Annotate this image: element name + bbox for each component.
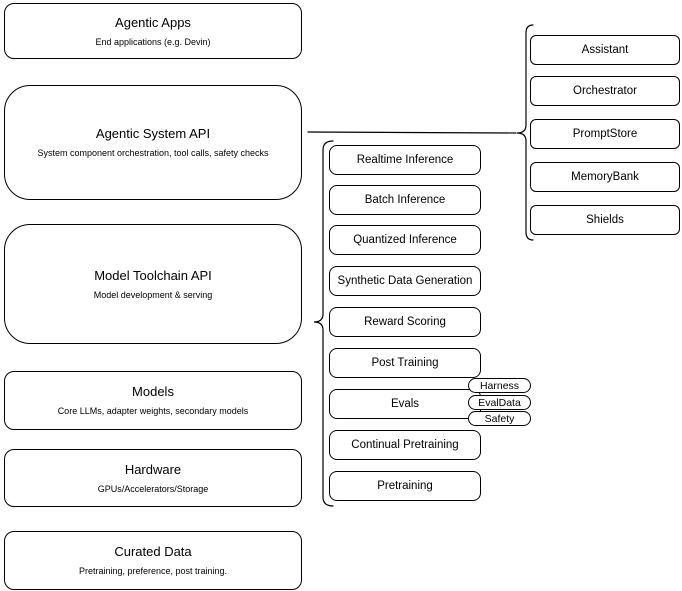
node-batch-inference: Batch Inference <box>329 185 481 215</box>
eval-pill-safety: Safety <box>468 411 531 426</box>
node-shields: Shields <box>530 205 680 235</box>
node-pretraining: Pretraining <box>329 471 481 501</box>
node-title: Agentic Apps <box>115 14 191 30</box>
node-orchestrator: Orchestrator <box>530 76 680 106</box>
node-memorybank: MemoryBank <box>530 162 680 192</box>
node-quantized-inference: Quantized Inference <box>329 225 481 255</box>
node-subtitle: GPUs/Accelerators/Storage <box>97 483 209 494</box>
node-synthetic-data-generation: Synthetic Data Generation <box>329 266 481 296</box>
node-title: Hardware <box>124 461 182 477</box>
node-agentic-apps: Agentic Apps End applications (e.g. Devi… <box>4 3 302 59</box>
eval-pill-harness: Harness <box>468 378 531 393</box>
node-title: Agentic System API <box>95 126 211 141</box>
node-post-training: Post Training <box>329 348 481 378</box>
node-assistant: Assistant <box>530 35 680 65</box>
node-curated-data: Curated Data Pretraining, preference, po… <box>4 531 302 590</box>
node-subtitle: Core LLMs, adapter weights, secondary mo… <box>57 406 249 416</box>
node-title: Models <box>132 384 174 399</box>
node-reward-scoring: Reward Scoring <box>329 307 481 337</box>
node-models: Models Core LLMs, adapter weights, secon… <box>4 371 302 430</box>
system-api-to-components-line <box>307 131 517 134</box>
node-continual-pretraining: Continual Pretraining <box>329 430 481 460</box>
node-hardware: Hardware GPUs/Accelerators/Storage <box>4 449 302 507</box>
node-model-toolchain-api: Model Toolchain API Model development & … <box>4 224 302 344</box>
node-title: Curated Data <box>114 544 192 559</box>
node-evals: Evals <box>329 389 481 419</box>
node-subtitle: System component orchestration, tool cal… <box>37 148 269 158</box>
node-subtitle: Model development & serving <box>93 289 213 300</box>
node-subtitle: Pretraining, preference, post training. <box>78 566 228 576</box>
node-agentic-system-api: Agentic System API System component orch… <box>4 85 302 200</box>
node-realtime-inference: Realtime Inference <box>329 145 481 175</box>
node-title: Model Toolchain API <box>94 267 212 283</box>
eval-pill-evaldata: EvalData <box>468 395 531 410</box>
node-promptstore: PromptStore <box>530 119 680 149</box>
node-subtitle: End applications (e.g. Devin) <box>95 36 211 47</box>
